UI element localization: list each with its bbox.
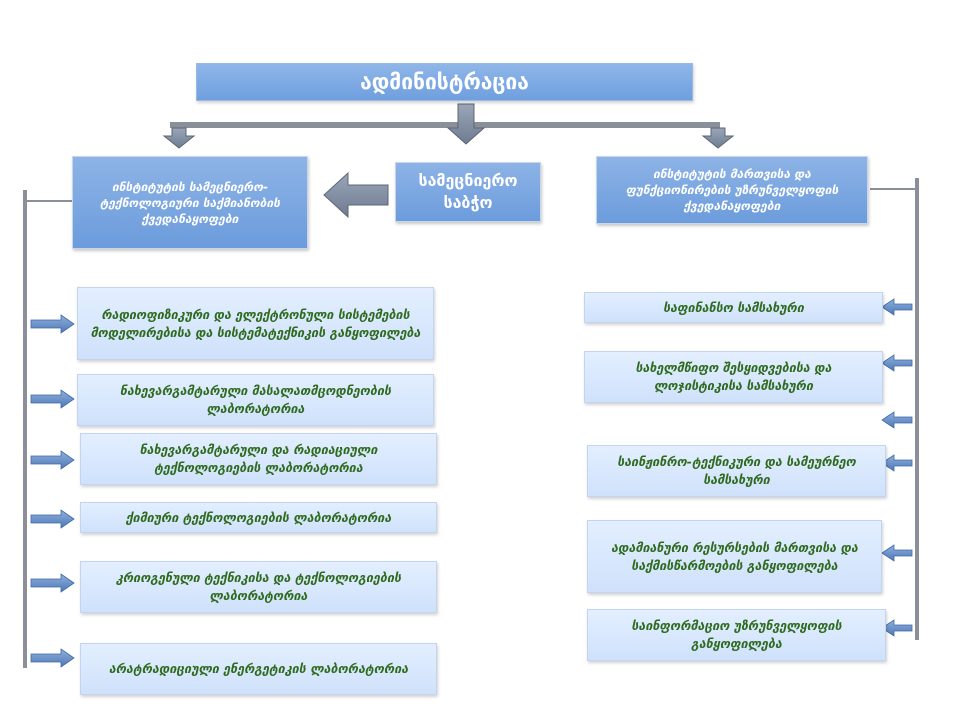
left-head-label: ინსტიტუტის სამეცნიერო-ტექნოლოგიური საქმი…: [100, 179, 280, 226]
down-arrow-right: [701, 127, 735, 149]
right-arrow-4: [881, 454, 913, 472]
down-arrow-center: [446, 103, 486, 145]
right-rail-stub: [870, 188, 915, 190]
left-arrow-3: [30, 450, 75, 470]
left-head-box: ინსტიტუტის სამეცნიერო-ტექნოლოგიური საქმი…: [72, 156, 308, 249]
council-label: სამეცნიერო საბჭო: [418, 171, 518, 212]
right-arrow-2: [881, 354, 913, 372]
left-arrow-2: [30, 389, 75, 409]
right-head-label: ინსტიტუტის მართვისა და ფუნქციონირების უზ…: [625, 167, 839, 213]
right-unit-4: ადამიანური რესურსების მართვისა და საქმის…: [587, 520, 882, 593]
right-unit-label: საინჟინრო-ტექნიკური და სამეურნეო სამსახუ…: [617, 454, 856, 487]
right-arrow-1: [881, 298, 913, 316]
right-unit-label: საფინანსო სამსახური: [663, 299, 804, 315]
left-unit-5: კრიოგენული ტექნიკისა და ტექნოლოგიების ლა…: [80, 561, 437, 613]
left-unit-label: ნახევარგამტარული მასალათმცოდნეობის ლაბორ…: [119, 383, 392, 416]
right-unit-arrows: [881, 298, 913, 637]
left-unit-label: კრიოგენული ტექნიკისა და ტექნოლოგიების ლა…: [115, 570, 402, 603]
right-rail: [915, 178, 919, 640]
right-unit-label: სახელმწიფო შესყიდვებისა და ლოჯისტიკისა ს…: [635, 360, 832, 393]
left-arrow-1: [30, 314, 75, 334]
left-unit-4: ქიმიური ტექნოლოგიების ლაბორატორია: [80, 502, 437, 533]
left-rail-stub: [27, 200, 73, 202]
left-arrow-4: [30, 509, 75, 529]
council-box: სამეცნიერო საბჭო: [395, 162, 541, 222]
left-arrow-5: [30, 573, 75, 593]
administration-label: ადმინისტრაცია: [360, 70, 529, 94]
left-unit-label: არატრადიციული ენერგეტიკის ლაბორატორია: [108, 661, 409, 676]
right-arrow-6: [881, 619, 913, 637]
right-unit-3: საინჟინრო-ტექნიკური და სამეურნეო სამსახუ…: [587, 445, 886, 497]
administration-box: ადმინისტრაცია: [196, 63, 693, 101]
left-unit-arrows: [30, 314, 75, 668]
council-arrow-left: [323, 171, 389, 219]
right-unit-2: სახელმწიფო შესყიდვებისა და ლოჯისტიკისა ს…: [584, 351, 883, 403]
right-head-box: ინსტიტუტის მართვისა და ფუნქციონირების უზ…: [596, 156, 868, 224]
left-rail: [23, 190, 27, 668]
down-arrow-left: [162, 127, 196, 149]
right-unit-label: ადამიანური რესურსების მართვისა და საქმის…: [611, 539, 858, 573]
left-unit-label: რადიოფიზიკური და ელექტრონული სისტემების …: [90, 306, 421, 340]
left-unit-2: ნახევარგამტარული მასალათმცოდნეობის ლაბორ…: [77, 374, 434, 426]
right-unit-1: საფინანსო სამსახური: [584, 292, 883, 323]
left-unit-6: არატრადიციული ენერგეტიკის ლაბორატორია: [80, 643, 437, 695]
left-unit-3: ნახევარგამტარული და რადიაციული ტექნოლოგი…: [80, 433, 437, 485]
left-unit-label: ნახევარგამტარული და რადიაციული ტექნოლოგი…: [139, 442, 378, 475]
right-unit-5: საინფორმაციო უზრუნველყოფის განყოფილება: [587, 609, 886, 661]
left-unit-1: რადიოფიზიკური და ელექტრონული სისტემების …: [77, 287, 434, 360]
left-unit-label: ქიმიური ტექნოლოგიების ლაბორატორია: [125, 509, 392, 525]
top-connector-bar: [170, 122, 720, 128]
right-arrow-5: [881, 544, 913, 562]
right-arrow-3: [881, 411, 913, 429]
right-unit-label: საინფორმაციო უზრუნველყოფის განყოფილება: [631, 618, 842, 651]
left-arrow-6: [30, 648, 75, 668]
